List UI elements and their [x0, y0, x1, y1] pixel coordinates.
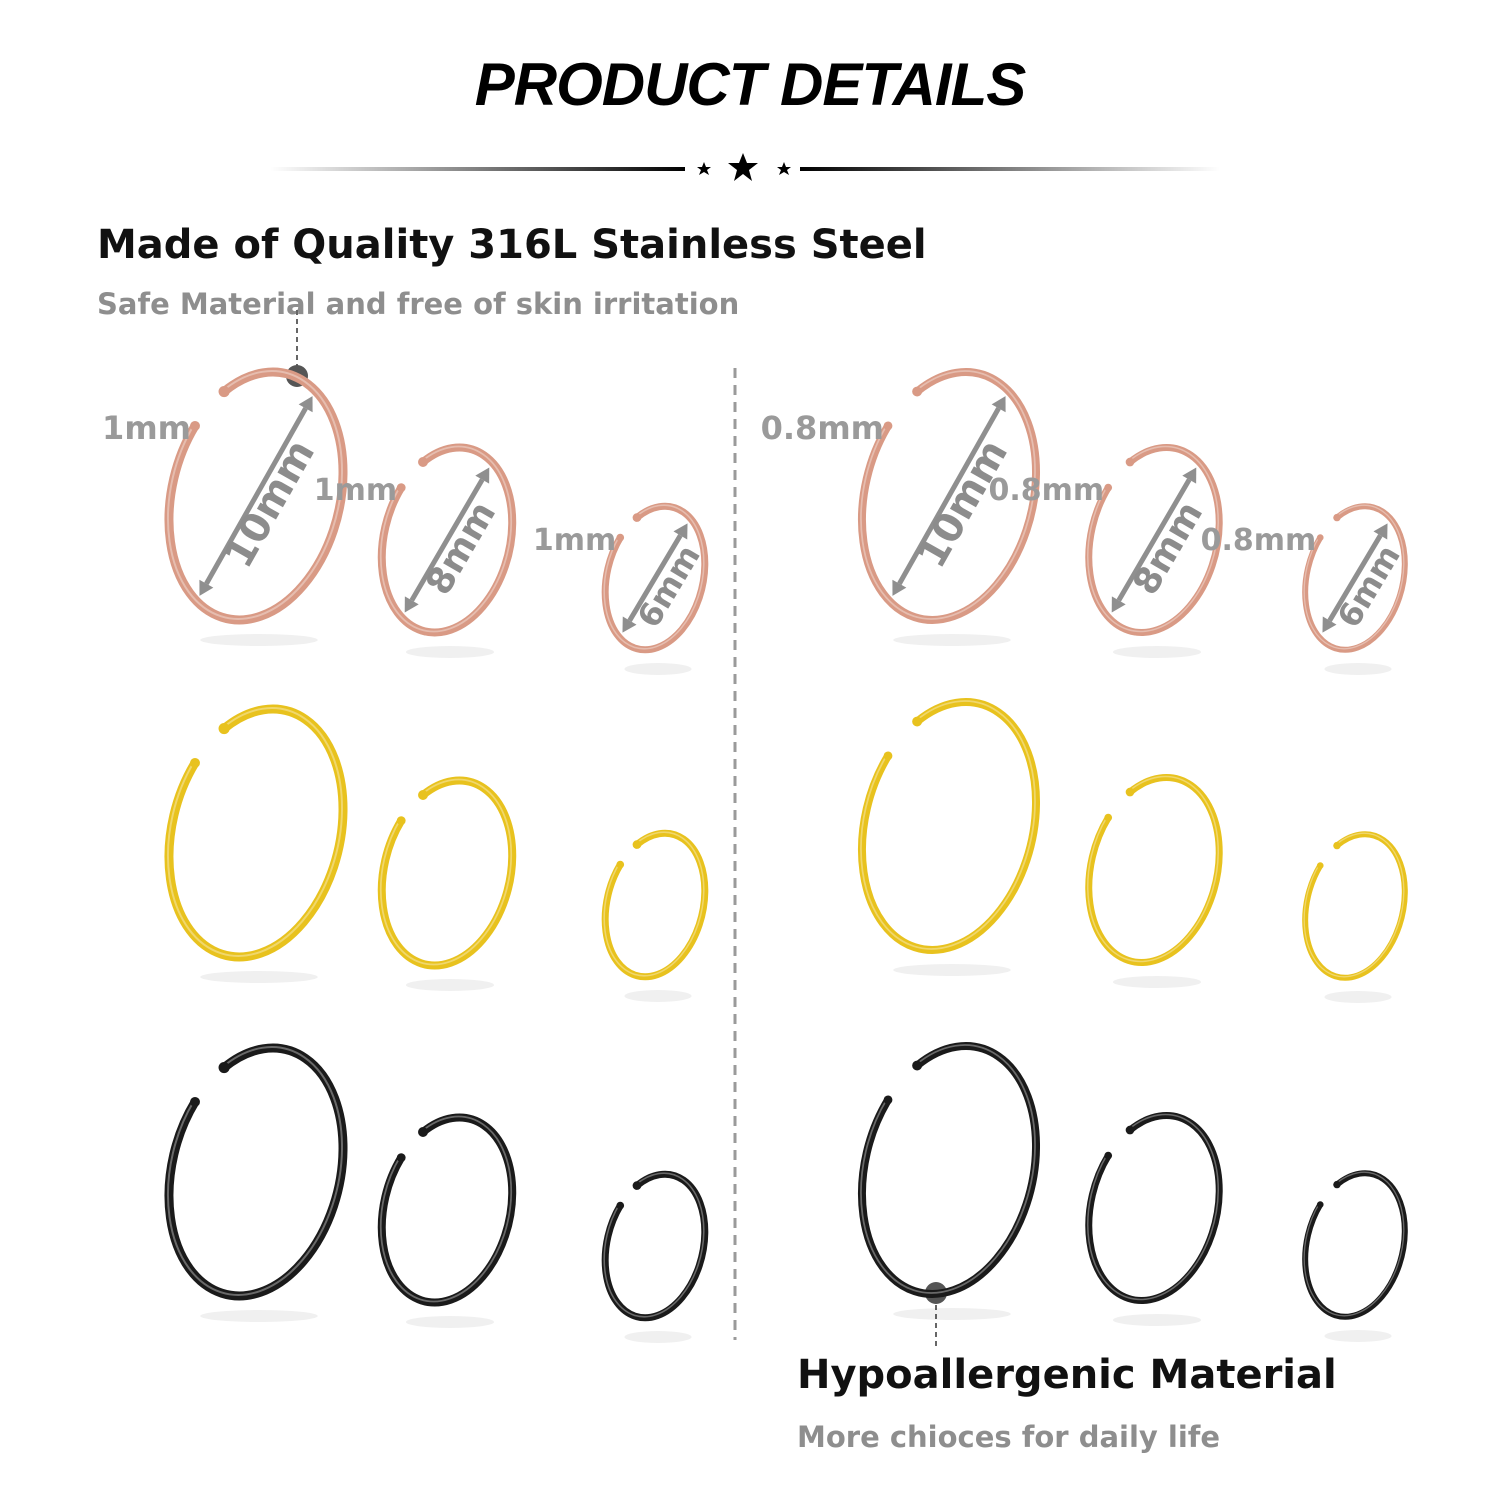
gauge-label-left-6mm: 1mm [533, 523, 616, 558]
ring-gold-left-10mm [164, 704, 348, 983]
star-large-icon [728, 153, 758, 181]
ring-black-left-10mm [164, 1043, 348, 1322]
ring-gold-right-8mm [1085, 774, 1223, 988]
size-label: 6mm [630, 538, 708, 634]
size-label: 6mm [1330, 538, 1408, 634]
measure-right-8mm: 8mm [1111, 467, 1211, 613]
size-label: 8mm [418, 495, 504, 602]
ring-rose-gold-right-10mm [857, 368, 1040, 646]
ring-rose-gold-right-6mm [1302, 503, 1408, 675]
ring-black-right-6mm [1302, 1170, 1408, 1342]
gauge-label-left-8mm: 1mm [314, 473, 397, 508]
gauge-label-right-8mm: 0.8mm [989, 473, 1105, 508]
ring-gold-left-6mm [601, 829, 709, 1002]
gauge-label-right-6mm: 0.8mm [1201, 523, 1317, 558]
ring-rose-gold-left-6mm [601, 502, 709, 675]
ring-black-left-6mm [601, 1170, 709, 1343]
measure-left-6mm: 6mm [622, 523, 708, 634]
feature-subheading-hypoallergenic: More chioces for daily life [797, 1420, 1221, 1454]
feature-heading-steel: Made of Quality 316L Stainless Steel [97, 222, 927, 268]
gauge-label-left-10mm: 1mm [102, 409, 191, 447]
gauge-label-right-10mm: 0.8mm [761, 409, 884, 447]
ring-gold-right-6mm [1302, 831, 1408, 1003]
star-small-left-icon [697, 162, 711, 175]
ring-black-left-8mm [377, 1113, 517, 1328]
measure-left-10mm: 10mm [199, 396, 324, 596]
ring-rose-gold-left-10mm [164, 367, 348, 646]
ring-gold-right-10mm [857, 698, 1040, 976]
star-small-right-icon [777, 162, 791, 175]
feature-subheading-steel: Safe Material and free of skin irritatio… [97, 287, 740, 321]
size-label: 10mm [216, 432, 324, 576]
title-divider [270, 153, 1220, 181]
ring-black-right-8mm [1085, 1112, 1223, 1326]
feature-heading-hypoallergenic: Hypoallergenic Material [797, 1352, 1337, 1398]
ring-rose-gold-right-8mm [1085, 444, 1223, 658]
ring-gold-left-8mm [377, 776, 517, 991]
ring-black-right-10mm [857, 1042, 1040, 1320]
measure-right-6mm: 6mm [1322, 523, 1408, 634]
ring-rose-gold-left-8mm [377, 443, 517, 658]
size-label: 8mm [1125, 495, 1211, 602]
page-title: PRODUCT DETAILS [474, 51, 1027, 118]
